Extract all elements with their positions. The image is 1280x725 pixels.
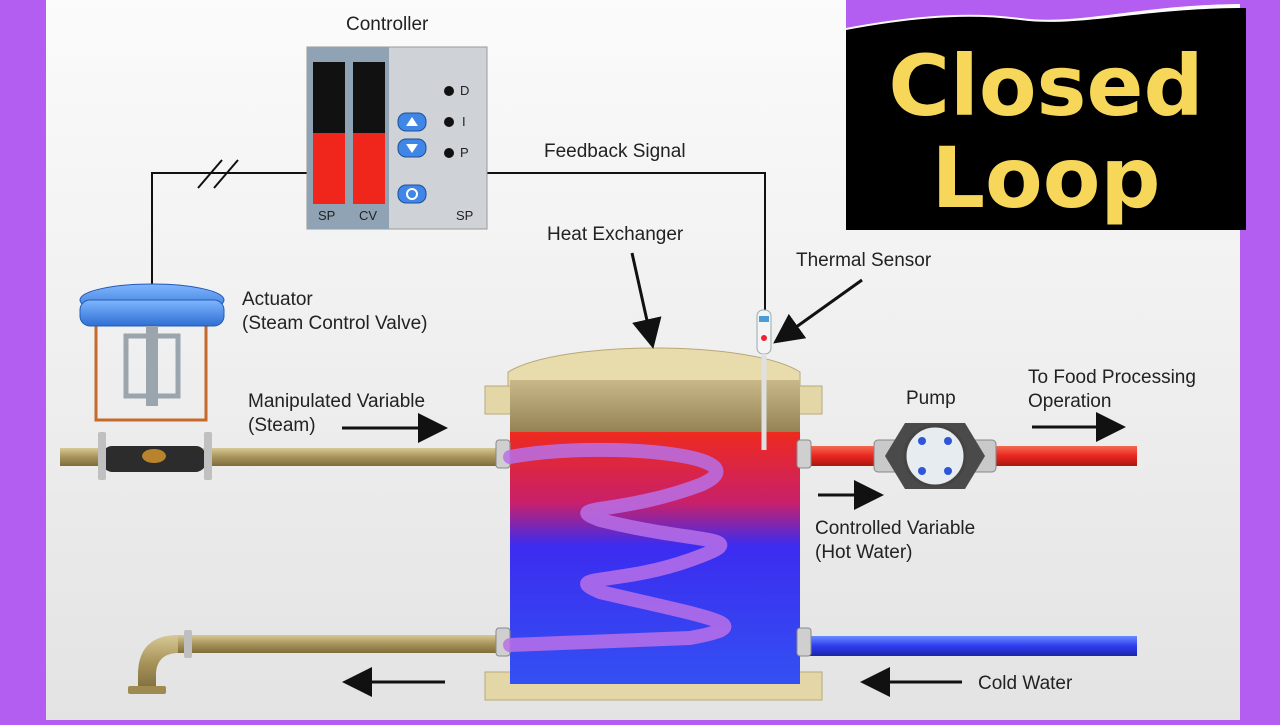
thermal-sensor-label: Thermal Sensor bbox=[796, 250, 932, 271]
thermal-sensor-probe bbox=[756, 309, 772, 450]
heating-coil bbox=[503, 442, 732, 652]
feedback-signal-wire bbox=[487, 172, 766, 312]
cv-bar-label: CV bbox=[359, 208, 378, 223]
title-line-1: Closed bbox=[888, 37, 1204, 135]
controller-label: Controller bbox=[346, 14, 429, 35]
actuator-valve bbox=[79, 283, 225, 480]
actuator-label: Actuator bbox=[242, 289, 313, 310]
controlled-variable-sublabel: (Hot Water) bbox=[815, 542, 913, 563]
wire-break-mark-1 bbox=[197, 159, 223, 189]
frame-wave bbox=[846, 0, 1246, 28]
controlled-variable-label: Controlled Variable bbox=[815, 518, 976, 539]
steam-outlet-pipe bbox=[178, 635, 500, 653]
cv-bar-fill bbox=[353, 133, 385, 204]
sp-bar-label: SP bbox=[318, 208, 336, 223]
steam-outlet-elbow bbox=[138, 635, 178, 690]
refresh-icon bbox=[406, 188, 418, 200]
mode-label-d: D bbox=[460, 83, 470, 98]
cold-water-label: Cold Water bbox=[978, 673, 1073, 694]
cold-water-pipe bbox=[805, 636, 1137, 656]
mode-led-p bbox=[444, 148, 454, 158]
down-arrow-icon bbox=[406, 144, 418, 153]
heat-exchanger-tank bbox=[484, 347, 823, 701]
title-box bbox=[846, 8, 1246, 230]
heat-exchanger-label: Heat Exchanger bbox=[547, 224, 684, 245]
controller-panel bbox=[306, 46, 488, 230]
mode-label-i: I bbox=[462, 114, 466, 129]
operation-label: Operation bbox=[1028, 391, 1112, 412]
to-food-processing-label: To Food Processing bbox=[1028, 367, 1196, 388]
mode-led-i bbox=[444, 117, 454, 127]
heat-exchanger-pointer-arrow bbox=[630, 252, 662, 349]
title-line-2: Loop bbox=[931, 129, 1161, 227]
steam-outlet-nozzle bbox=[128, 686, 166, 694]
control-signal-wire bbox=[151, 172, 307, 290]
controller-corner-label: SP bbox=[456, 208, 474, 223]
thermal-sensor-pointer-arrow bbox=[773, 278, 863, 344]
up-arrow-icon bbox=[406, 117, 418, 126]
manipulated-variable-label: Manipulated Variable bbox=[248, 391, 426, 412]
actuator-sublabel: (Steam Control Valve) bbox=[242, 313, 428, 334]
title: Closed Loop bbox=[846, 40, 1246, 224]
wire-break-mark-2 bbox=[213, 159, 239, 189]
pump-label: Pump bbox=[906, 388, 956, 409]
reset-button[interactable] bbox=[397, 184, 427, 204]
mode-led-d bbox=[444, 86, 454, 96]
feedback-signal-label: Feedback Signal bbox=[544, 141, 686, 162]
sp-bar-fill bbox=[313, 133, 345, 204]
pump bbox=[873, 423, 997, 489]
mode-label-p: P bbox=[460, 145, 469, 160]
steam-outlet-coupling bbox=[184, 630, 192, 658]
manipulated-variable-sublabel: (Steam) bbox=[248, 415, 316, 436]
